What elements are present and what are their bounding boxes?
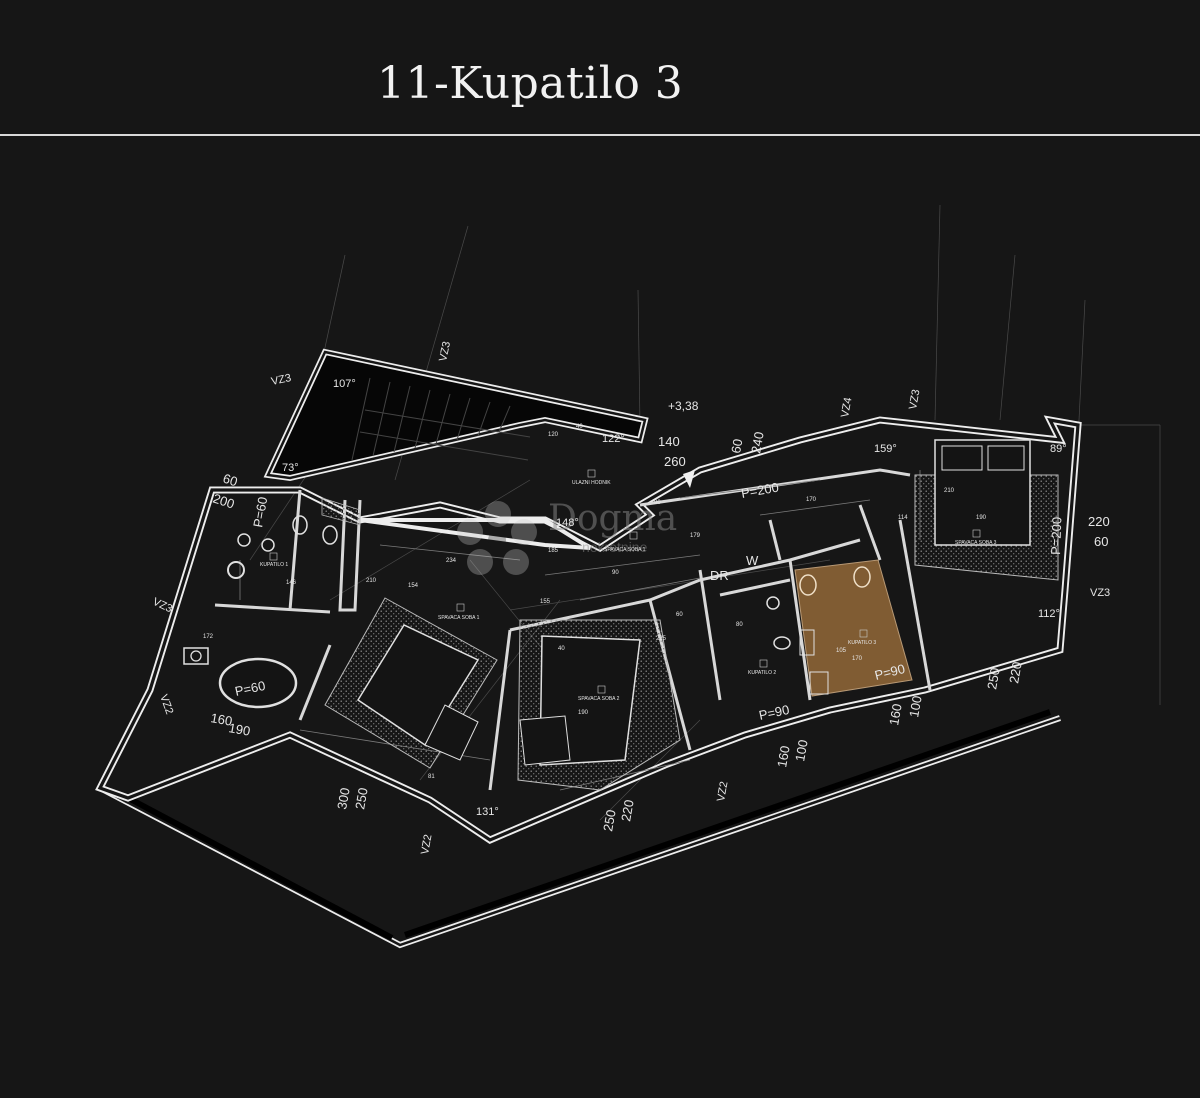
dogma-logo (457, 501, 537, 575)
dimension-label: 220 (618, 799, 637, 823)
angle-labels: 107° 122° 73° 159° 89° 148° 112° 131° (282, 378, 1067, 818)
room-label-kupatilo-3: KUPATILO 3 (848, 640, 876, 646)
dimension-label: P=200 (1048, 517, 1064, 555)
dimension-label: 170 (852, 656, 863, 662)
dimension-label: P=60 (234, 678, 267, 699)
dimension-label: 160 (774, 745, 793, 769)
level-mark: +3,38 (668, 399, 699, 413)
dimension-label: 190 (227, 720, 251, 739)
kupatilo-3-highlight (794, 559, 913, 697)
dimension-label: P=90 (873, 661, 906, 683)
room-label-kupatilo-2: KUPATILO 2 (748, 670, 776, 676)
dimension-label: 179 (690, 533, 701, 539)
angle-label: 73° (282, 462, 299, 474)
dimension-label: 60 (221, 471, 239, 490)
dimension-labels-small: 120 40 170 114 210 190 179 90 234 185 90… (203, 424, 987, 780)
furniture (183, 439, 1059, 791)
angle-label: 89° (1050, 443, 1067, 455)
wall-code: VZ3 (1090, 587, 1110, 599)
wall-code: VZ3 (270, 372, 292, 388)
dimension-label: 100 (906, 695, 925, 719)
wall-code: VZ4 (839, 397, 854, 419)
dimension-label: 114 (898, 515, 908, 521)
wall-code: VZ2 (419, 834, 434, 856)
terrace-outline (98, 709, 1061, 949)
room-label-spavaca-soba-1b: SPAVACA SOBA 1 (438, 615, 480, 621)
dimension-label: 250 (352, 787, 371, 811)
stairwell (263, 348, 649, 550)
wall-code: VZ3 (907, 389, 922, 411)
dimension-label: 80 (736, 622, 743, 628)
watermark-subtitle: nekretnine (582, 539, 648, 555)
dimension-labels-large: 140 260 60 240 P=200 60 200 P=60 P=60 22… (209, 431, 1109, 833)
angle-label: 122° (602, 433, 625, 445)
angle-label: 107° (333, 378, 356, 390)
dimension-label: 140 (658, 434, 680, 449)
dimension-label: 234 (446, 558, 457, 564)
dimension-label: 190 (578, 710, 589, 716)
dimension-label: 300 (334, 787, 353, 811)
dimension-label: 81 (428, 774, 435, 780)
interior-walls (214, 468, 932, 791)
dimension-label: 220 (1088, 514, 1110, 529)
dimension-label: 250 (600, 809, 619, 833)
dimension-label: 105 (836, 648, 847, 654)
dimension-label: 185 (548, 548, 559, 554)
dimension-label: 190 (976, 515, 987, 521)
dimension-label: 210 (944, 488, 955, 494)
dimension-label: 60 (676, 612, 683, 618)
dimension-label: 160 (886, 703, 905, 727)
dimension-label: 146 (286, 580, 297, 586)
wall-code: VZ3 (437, 340, 453, 362)
dimension-label: 172 (203, 634, 214, 640)
room-tags (269, 469, 981, 694)
dimension-label: 225 (656, 636, 667, 642)
dimension-label: P=60 (250, 496, 270, 529)
dimension-label: 60 (728, 438, 745, 455)
dimension-label: 90 (612, 570, 619, 576)
dimension-label: 170 (806, 497, 817, 503)
dimension-label: 210 (366, 578, 377, 584)
dimension-label: 160 (209, 710, 233, 729)
room-code-dr: DR (710, 568, 729, 583)
dimension-label: 155 (540, 599, 551, 605)
dimension-label: P=90 (758, 702, 791, 723)
wall-code: VZ2 (715, 781, 730, 803)
dimension-label: 100 (792, 739, 811, 763)
angle-label: 112° (1038, 608, 1060, 620)
dimension-label: 220 (1006, 661, 1025, 685)
room-label-spavaca-soba-1a: SPAVACA SOBA 1 (604, 547, 646, 553)
angle-label: 159° (874, 443, 897, 455)
room-label-ulazni-hodnik: ULAZNI HODNIK (572, 480, 611, 486)
watermark-name: Dogma (548, 498, 677, 539)
wall-code: VZ2 (157, 693, 175, 716)
dimension-label: 40 (558, 646, 565, 652)
dimension-label: 154 (408, 583, 419, 589)
room-code-w: W (746, 553, 759, 568)
page-title: 11-Kupatilo 3 (377, 58, 684, 109)
dimension-label: 90 (654, 500, 661, 506)
angle-label: 148° (556, 517, 579, 529)
dimension-label: 200 (211, 491, 236, 512)
dimension-label: 250 (984, 667, 1003, 691)
title-divider (0, 134, 1200, 136)
dimension-label: 60 (1094, 534, 1108, 549)
angle-label: 131° (476, 806, 499, 818)
dimension-label: 120 (548, 432, 559, 438)
dimension-label: 260 (664, 454, 686, 469)
room-label-spavaca-soba-2: SPAVACA SOBA 2 (578, 696, 620, 702)
room-label-kupatilo-1: KUPATILO 1 (260, 562, 288, 568)
dimension-label: 40 (576, 424, 583, 430)
dimension-label: P=200 (740, 480, 780, 501)
dimension-label: 240 (748, 431, 767, 455)
room-label-spavaca-soba-3: SPAVACA SOBA 3 (955, 540, 997, 546)
